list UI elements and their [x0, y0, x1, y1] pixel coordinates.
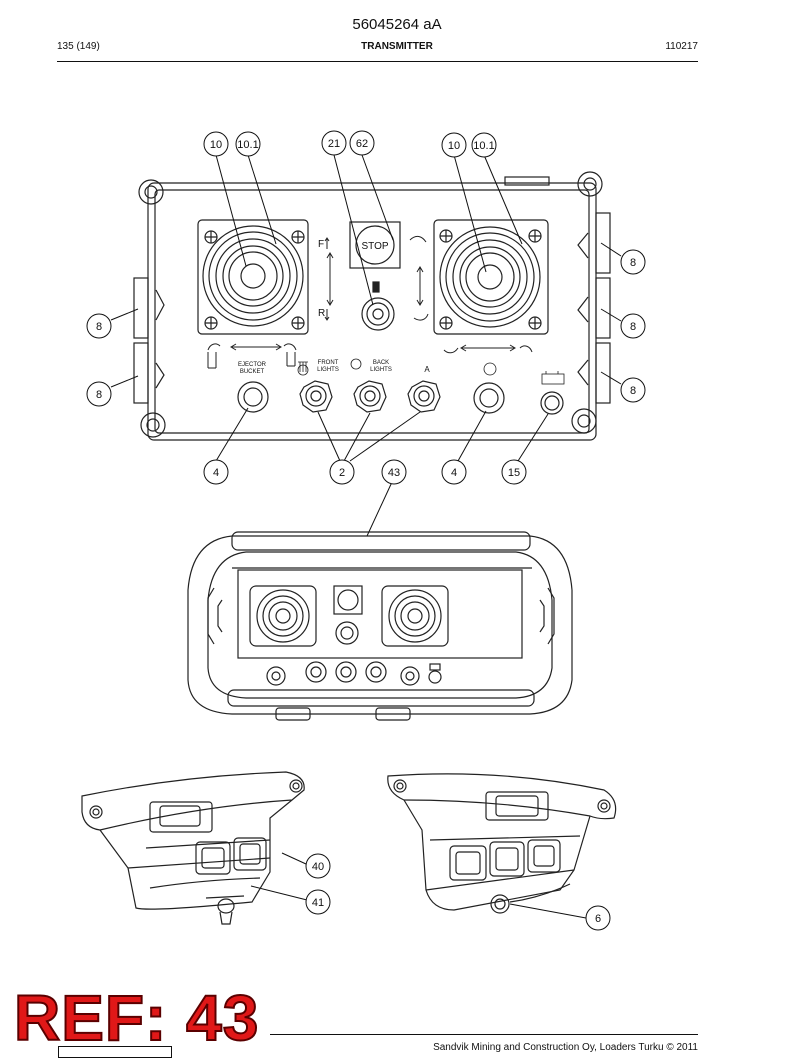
callout-text: 21 [328, 138, 340, 150]
date-code: 110217 [665, 41, 698, 52]
callout-text: 10 [210, 139, 222, 151]
callout-text: 10.1 [473, 140, 494, 152]
a-switch [407, 380, 441, 413]
callout-text: 43 [388, 467, 400, 479]
callout-text: 41 [312, 897, 324, 909]
stop-button-graphic [349, 221, 401, 269]
ref-stamp: REF: 43 [13, 982, 260, 1054]
left-joystick [197, 219, 309, 335]
front-lights-label-line1: FRONT [318, 360, 339, 366]
callout-4 [203, 459, 229, 485]
callout-2 [329, 459, 355, 485]
callout-8 [86, 313, 112, 339]
document-number: 56045264 aA [352, 16, 442, 33]
reverse-label: R [318, 308, 325, 319]
forward-label: F [318, 239, 324, 250]
callout-text: 4 [451, 467, 457, 479]
gear-selector-knob [361, 281, 395, 331]
callout-text: 8 [630, 385, 636, 397]
callout-text: 8 [96, 389, 102, 401]
callout-40 [305, 853, 331, 879]
corner-bolt [138, 171, 603, 438]
page-number: 135 (149) [57, 41, 100, 52]
callout-text: 10 [448, 140, 460, 152]
transmitter-housing-view [187, 531, 573, 721]
callout-21 [321, 130, 347, 156]
callout-8 [620, 249, 646, 275]
transmitter-perspective-right [387, 773, 617, 914]
callout-text: 10.1 [237, 139, 258, 151]
stop-label: STOP [361, 241, 388, 252]
callout-text: 6 [595, 913, 601, 925]
header-rule [57, 61, 698, 62]
callout-4 [441, 459, 467, 485]
front-lights-switch [299, 380, 333, 413]
callout-text: 62 [356, 138, 368, 150]
callout-62 [349, 130, 375, 156]
callout-text: 4 [213, 467, 219, 479]
callout-text: 2 [339, 467, 345, 479]
callout-text: 15 [508, 467, 520, 479]
transmitter-front-panel: STOP F R EJECTOR BUCKET FRONT LIGHTS BAC… [133, 171, 611, 441]
callout-10 [203, 131, 229, 157]
right-joystick [433, 219, 549, 335]
callout-10-1 [235, 131, 261, 157]
callout-8 [620, 377, 646, 403]
callout-41 [305, 889, 331, 915]
back-lights-label-line1: BACK [373, 360, 389, 366]
footer-copyright: Sandvik Mining and Construction Oy, Load… [433, 1042, 698, 1053]
callout-10-1 [471, 132, 497, 158]
footer-rule [270, 1034, 698, 1035]
callout-text: 8 [630, 321, 636, 333]
callout-text: 40 [312, 861, 324, 873]
section-title: TRANSMITTER [361, 41, 433, 52]
ejector-label-line1: EJECTOR [238, 362, 267, 368]
battery-indicator [540, 391, 564, 415]
horn-switch [473, 382, 505, 414]
callout-15 [501, 459, 527, 485]
transmitter-perspective-left [81, 771, 305, 925]
callout-text: 8 [630, 257, 636, 269]
a-label: A [424, 365, 430, 374]
callout-8 [620, 313, 646, 339]
back-lights-switch [353, 380, 387, 413]
callout-text: 8 [96, 321, 102, 333]
back-lights-label-line2: LIGHTS [370, 367, 392, 373]
callout-10 [441, 132, 467, 158]
ejector-switch [237, 381, 269, 413]
callout-8 [86, 381, 112, 407]
callout-43 [381, 459, 407, 485]
logo-box [58, 1046, 172, 1058]
ejector-label-line2: BUCKET [240, 369, 265, 375]
callout-6 [585, 905, 611, 931]
front-lights-label-line2: LIGHTS [317, 367, 339, 373]
